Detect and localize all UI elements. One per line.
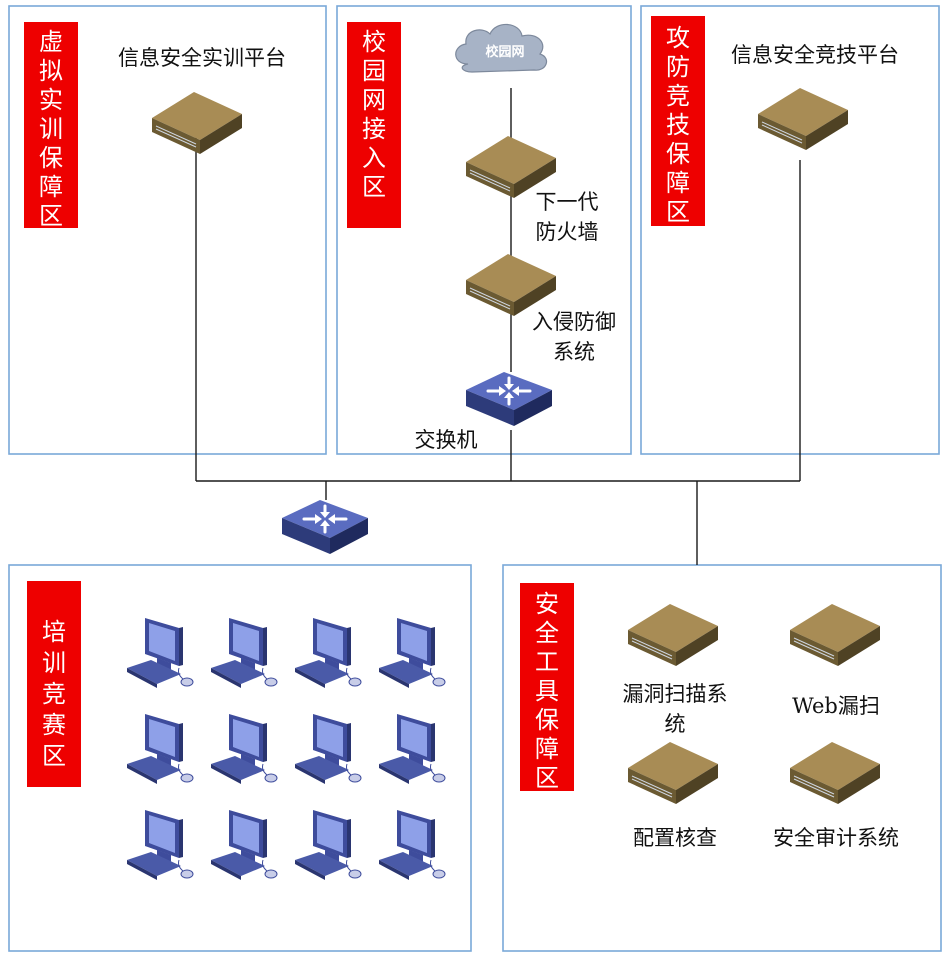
campus-zone-title: 校 园 网 接 入 区: [347, 22, 401, 228]
training-title-char: 赛: [42, 711, 66, 739]
campus-network-cloud-label: 校园网: [485, 44, 524, 60]
cloud-icon: [455, 23, 548, 73]
virtual-title-char: 障: [39, 173, 63, 201]
switch-label: 交换机: [415, 428, 478, 452]
tools-title-char: 全: [535, 619, 559, 647]
attack-title-char: 防: [666, 53, 690, 81]
virtual-title-char: 区: [39, 202, 63, 230]
campus-title-char: 园: [362, 57, 386, 85]
attack-title-char: 障: [666, 169, 690, 197]
tools-title-char: 安: [535, 590, 559, 618]
tools-zone-title: 安 全 工 具 保 障 区: [520, 583, 574, 792]
audit-system-label: 安全审计系统: [773, 826, 899, 850]
virtual-title-char: 实: [39, 86, 63, 114]
attack-title-char: 竞: [666, 82, 690, 110]
virtual-title-char: 训: [39, 115, 63, 143]
vuln-scan-label-line2: 统: [665, 712, 686, 736]
firewall-label-line2: 防火墙: [536, 220, 599, 244]
training-title-char: 竞: [42, 680, 66, 708]
switch-icon: [280, 498, 370, 556]
tools-title-char: 区: [535, 764, 559, 792]
virtual-title-char: 保: [39, 144, 63, 172]
virtual-zone-title: 虚 拟 实 训 保 障 区: [24, 22, 78, 230]
ips-label-line2: 系统: [553, 340, 595, 364]
tools-title-char: 障: [535, 735, 559, 763]
attack-title-char: 技: [666, 111, 690, 139]
tools-title-char: 工: [535, 648, 559, 676]
training-title-char: 训: [42, 649, 66, 677]
campus-title-char: 校: [362, 28, 386, 56]
attack-zone-title: 攻 防 竞 技 保 障 区: [651, 16, 705, 226]
firewall-label-line1: 下一代: [536, 190, 599, 214]
virtual-title-char: 虚: [39, 28, 63, 56]
campus-title-char: 网: [362, 86, 386, 114]
vuln-scan-label-line1: 漏洞扫描系: [623, 682, 728, 706]
tools-title-char: 具: [535, 677, 559, 705]
virtual-title-char: 拟: [39, 57, 63, 85]
training-zone-title: 培 训 竞 赛 区: [27, 581, 81, 787]
campus-title-char: 接: [362, 115, 386, 143]
training-title-char: 培: [42, 618, 66, 646]
training-title-char: 区: [42, 742, 66, 770]
tools-title-char: 保: [535, 706, 559, 734]
attack-title-char: 保: [666, 140, 690, 168]
training-platform-label: 信息安全实训平台: [118, 46, 286, 70]
network-wires: [195, 88, 801, 565]
competition-platform-label: 信息安全竞技平台: [731, 43, 899, 67]
web-scan-label: Web漏扫: [792, 694, 880, 718]
ips-label-line1: 入侵防御: [532, 310, 616, 334]
campus-title-char: 区: [362, 173, 386, 201]
config-check-label: 配置核查: [633, 826, 717, 850]
attack-title-char: 区: [666, 198, 690, 226]
campus-title-char: 入: [362, 144, 386, 172]
attack-title-char: 攻: [666, 24, 690, 52]
